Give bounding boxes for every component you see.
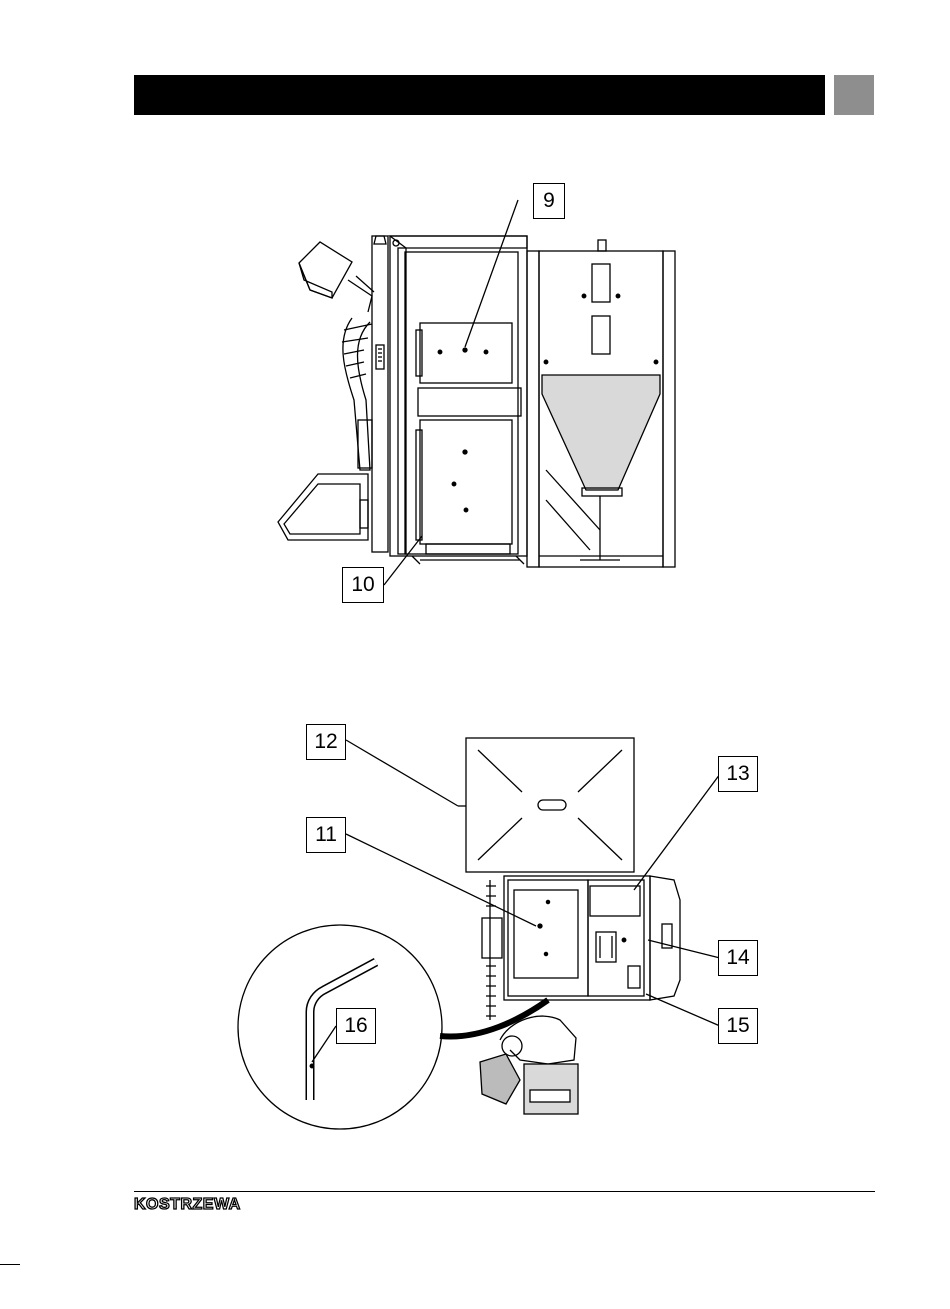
combustion-chamber bbox=[514, 890, 578, 978]
callout-10: 10 bbox=[342, 567, 384, 603]
callout-16: 16 bbox=[336, 1008, 376, 1044]
callout-12: 12 bbox=[306, 724, 346, 760]
callout-11: 11 bbox=[306, 817, 346, 853]
controller-display bbox=[596, 932, 616, 962]
callout-15: 15 bbox=[718, 1008, 758, 1044]
crop-mark bbox=[0, 1264, 20, 1265]
callout-14: 14 bbox=[718, 940, 758, 976]
callout-9: 9 bbox=[533, 183, 565, 219]
footer-rule bbox=[134, 1191, 875, 1192]
brand-logo: KOSTRZEWA bbox=[134, 1196, 241, 1214]
hopper-lid bbox=[466, 738, 634, 872]
callout-13: 13 bbox=[718, 756, 758, 792]
